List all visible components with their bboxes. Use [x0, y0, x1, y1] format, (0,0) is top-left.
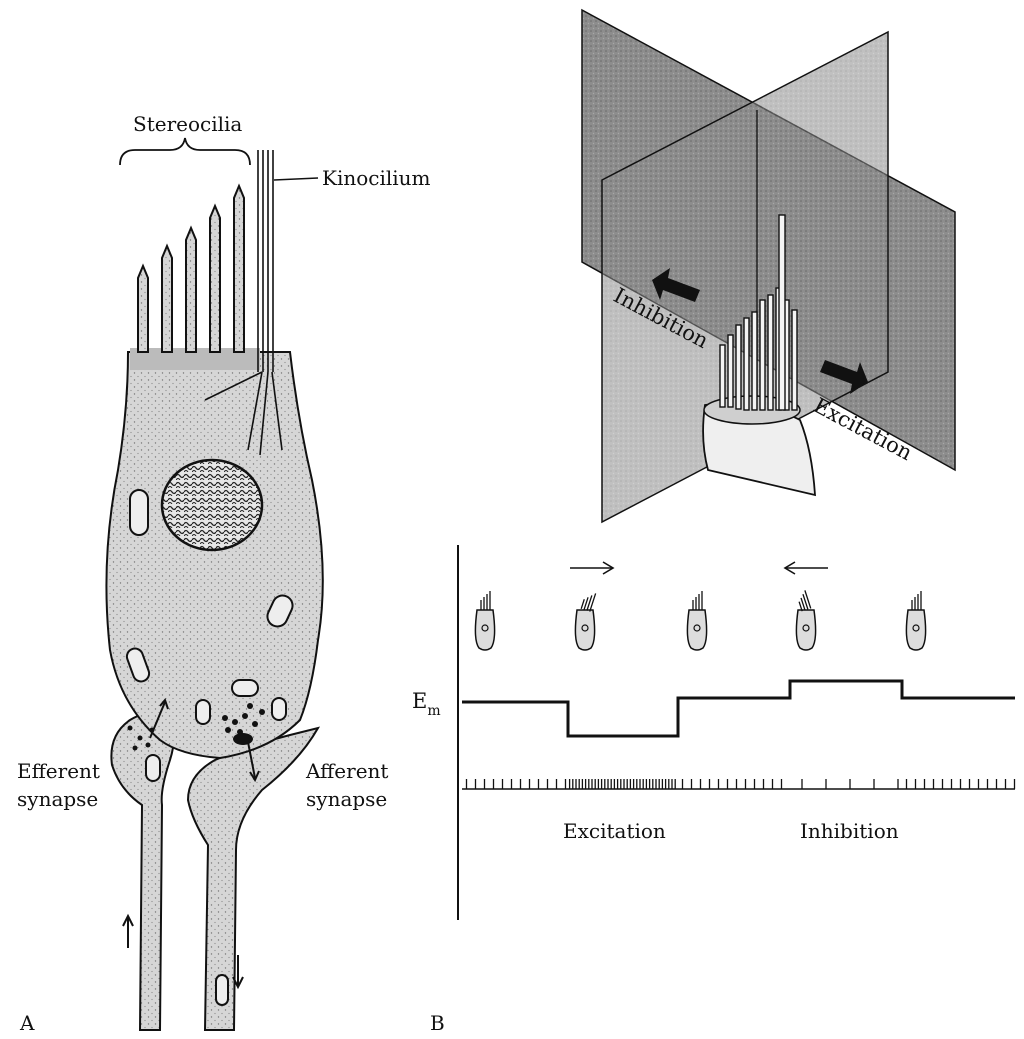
efferent-fiber: [111, 711, 174, 1030]
mini-hair-cell: [575, 591, 595, 650]
inhibition-trace-label: Inhibition: [800, 819, 899, 843]
kinocilium-label: Kinocilium: [322, 166, 431, 190]
mini-hair-cell: [906, 591, 925, 650]
stereocilia-bundle: [138, 186, 244, 352]
receptor-potential-trace: Em Excitation Inhibition: [412, 545, 1015, 920]
stereocilium-3: [186, 228, 196, 352]
mini-hair-cells: [475, 590, 925, 650]
efferent-label-line1: Efferent: [17, 759, 100, 783]
spike-train: [467, 779, 1015, 789]
mini-hair-cell: [796, 590, 815, 650]
efferent-label-line2: synapse: [17, 787, 98, 811]
afferent-label-line2: synapse: [306, 787, 387, 811]
em-label: Em: [412, 689, 441, 719]
stereocilia-label: Stereocilia: [133, 112, 242, 136]
stereocilium-4: [210, 206, 220, 352]
deflection-arrows: [570, 562, 828, 574]
mini-hair-cell: [687, 591, 706, 650]
stereocilia-bracket: [120, 138, 250, 165]
panel-b-label: B: [430, 1011, 445, 1035]
stereocilium-1: [138, 266, 148, 352]
stereocilium-2: [162, 246, 172, 352]
mini-hair-cell: [475, 591, 494, 650]
stereocilium-5: [234, 186, 244, 352]
membrane-potential-line: [462, 681, 1015, 736]
excitation-trace-label: Excitation: [563, 819, 666, 843]
hair-bundle-planes-diagram: Inhibition Excitation: [582, 10, 955, 522]
kinocilium-leader: [274, 178, 318, 180]
afferent-fiber: [188, 728, 318, 1030]
hair-cell-body: [106, 352, 322, 758]
hair-cell-diagram: Stereocilia Kinocilium Efferent synapse …: [17, 112, 431, 1030]
afferent-label-line1: Afferent: [305, 759, 388, 783]
panel-a-label: A: [19, 1011, 35, 1035]
nucleus: [162, 460, 262, 550]
